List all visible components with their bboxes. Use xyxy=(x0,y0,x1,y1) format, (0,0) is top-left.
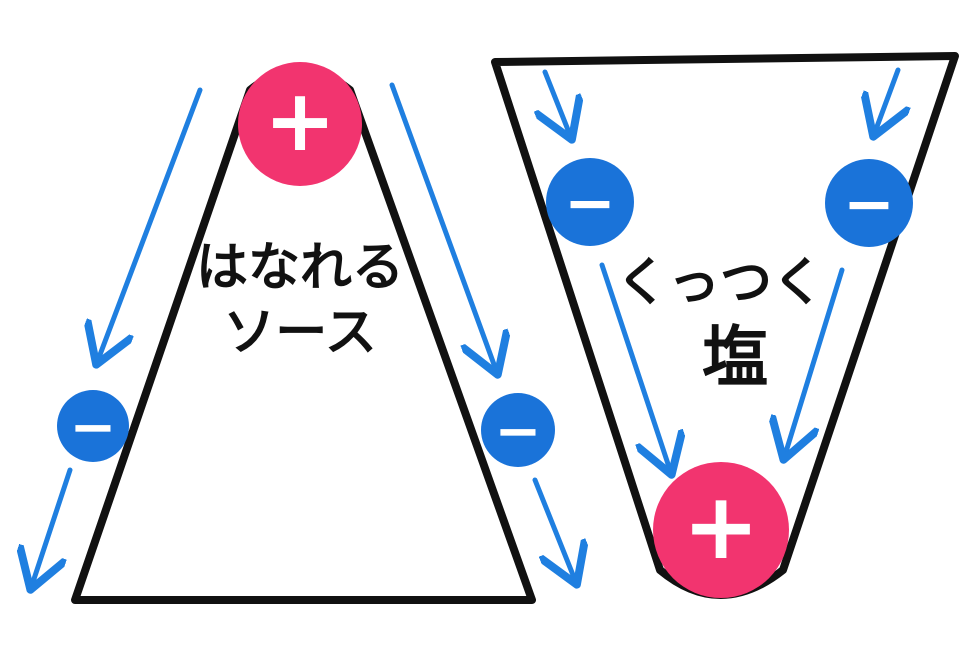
left-arrow-bottom-left xyxy=(32,467,73,585)
right-arrow-top-left xyxy=(545,69,570,135)
right-plus-charge: + xyxy=(653,462,789,598)
left-plus-charge: + xyxy=(238,62,362,186)
right-label-line2: 塩 xyxy=(702,319,768,396)
left-arrow-bottom-right xyxy=(532,477,575,580)
left-minus-charge-left: − xyxy=(57,390,129,462)
left-shape: + − − はなれる ソース xyxy=(32,62,575,604)
right-arrow-top-right xyxy=(875,67,898,132)
right-minus-symbol-right: − xyxy=(843,167,895,240)
left-plus-symbol: + xyxy=(264,71,336,171)
right-minus-charge-right: − xyxy=(825,159,913,247)
right-label-line1: くっつく xyxy=(616,253,824,313)
right-plus-symbol: + xyxy=(682,473,759,580)
left-arrow-top-right xyxy=(389,82,496,370)
right-arrow-mid-right xyxy=(785,267,845,455)
left-minus-charge-right: − xyxy=(481,393,555,467)
right-arrow-mid-left xyxy=(599,262,670,470)
right-shape: − − + くっつく 塩 xyxy=(491,52,959,599)
left-label-line2: ソース xyxy=(223,303,376,363)
left-minus-symbol-left: − xyxy=(70,395,117,460)
right-minus-charge-left: − xyxy=(546,158,634,246)
left-label-line1: はなれる xyxy=(196,238,404,298)
left-minus-symbol-right: − xyxy=(495,399,542,464)
right-minus-symbol-left: − xyxy=(564,166,616,239)
left-arrow-top-left xyxy=(98,87,203,360)
